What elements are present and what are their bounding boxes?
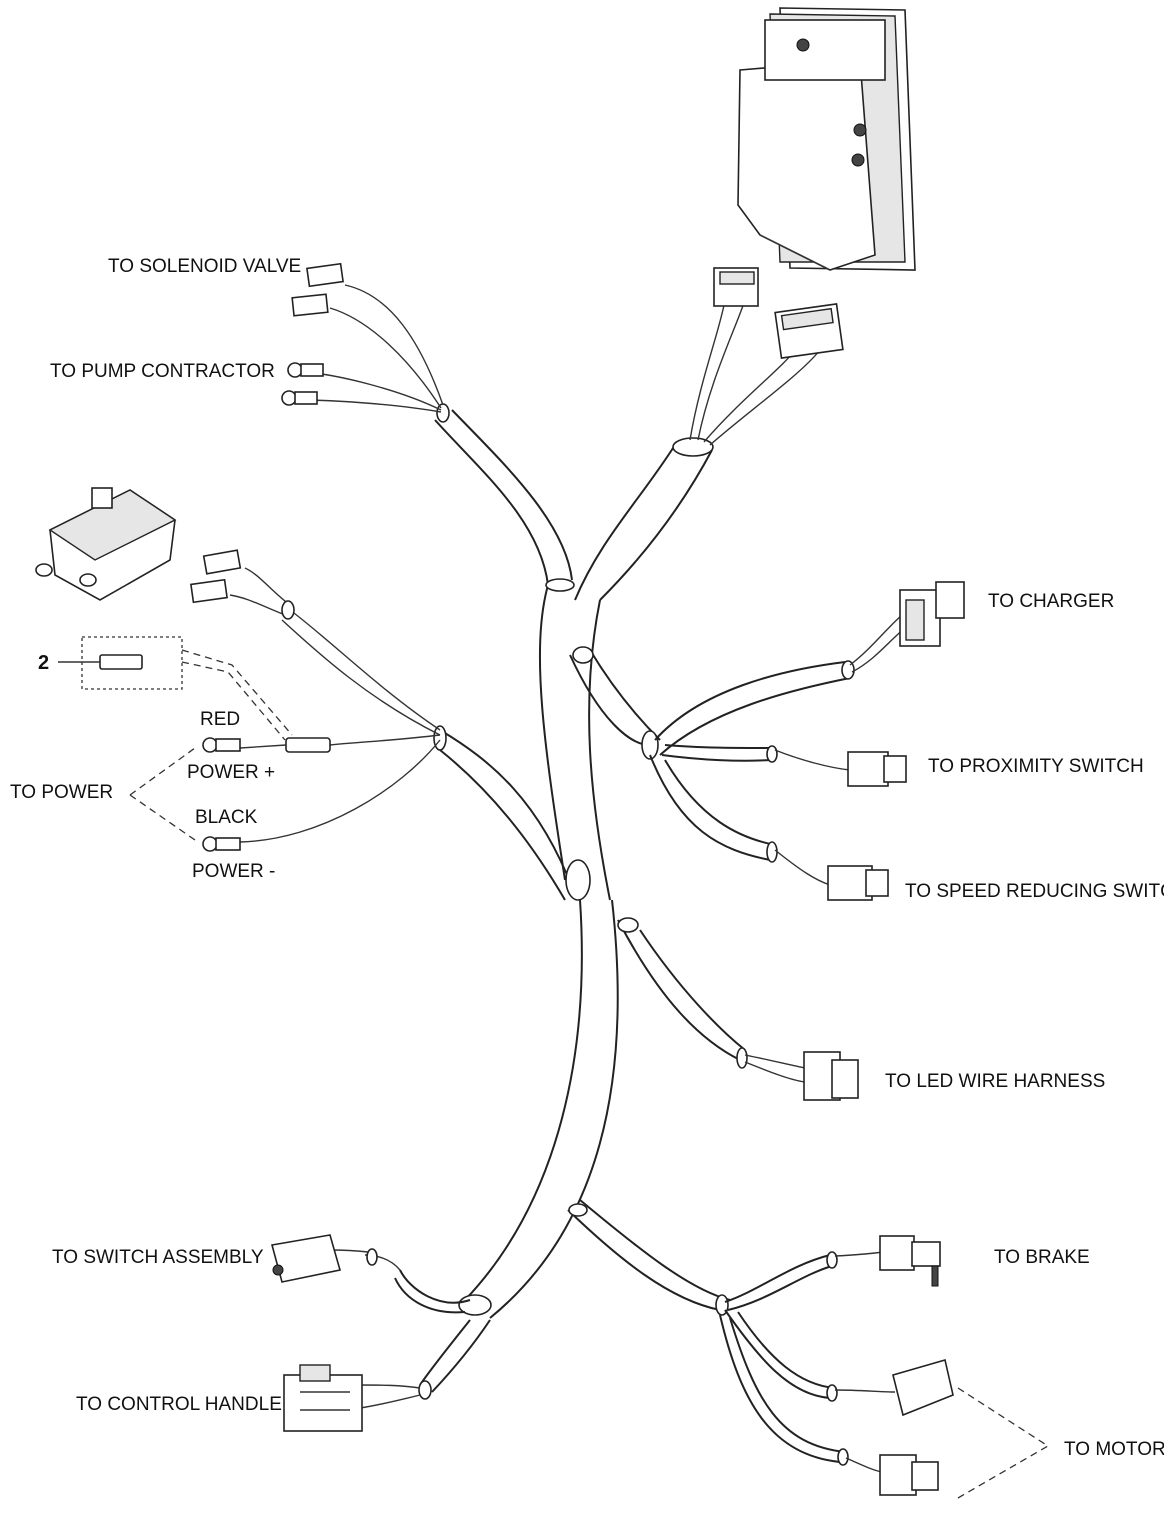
ring-terminal-icon [202, 737, 241, 753]
sealed-connector-icon [270, 1234, 342, 1283]
label-power-minus: POWER - [192, 861, 275, 882]
fuse-callout-number: 2 [38, 652, 49, 674]
spade-terminal-icon [190, 578, 228, 604]
labels: TO SOLENOID VALVE TO PUMP CONTRACTOR TO … [10, 256, 1164, 1460]
label-charger: TO CHARGER [988, 591, 1114, 612]
label-brake: TO BRAKE [994, 1247, 1090, 1268]
sealed-connector-icon [892, 1358, 954, 1417]
label-black: BLACK [195, 807, 258, 828]
multi-pin-connector-icon [713, 267, 759, 307]
label-led-wire-harness: TO LED WIRE HARNESS [885, 1071, 1105, 1092]
label-control-handle: TO CONTROL HANDLE [76, 1394, 282, 1415]
ring-terminal-icon [281, 390, 318, 406]
multi-pin-connector-icon [827, 865, 889, 901]
multi-pin-connector-icon [774, 303, 844, 359]
fuse-callout: 2 [38, 636, 293, 741]
ring-terminal-icon [202, 836, 241, 852]
sealed-connector-icon [879, 1454, 939, 1496]
right-lower-branch [715, 1235, 1049, 1499]
label-speed-reducing-switch: TO SPEED REDUCING SWITCH [905, 881, 1164, 902]
multi-pin-connector-icon [283, 1364, 363, 1432]
right-upper-branch [649, 581, 965, 901]
multi-pin-connector-icon [847, 751, 907, 787]
label-proximity-switch: TO PROXIMITY SWITCH [928, 756, 1144, 777]
label-switch-assembly: TO SWITCH ASSEMBLY [52, 1247, 264, 1268]
sealed-connector-icon [879, 1235, 941, 1287]
label-red: RED [200, 709, 240, 730]
power-wires [129, 549, 441, 852]
multi-pin-connector-icon [899, 581, 965, 647]
main-harness-trunk [433, 403, 746, 1319]
fuse-icon [99, 654, 143, 670]
label-solenoid-valve: TO SOLENOID VALVE [108, 256, 301, 277]
controller-module-icon [737, 7, 916, 271]
ring-terminal-icon [287, 362, 324, 378]
label-pump-contractor: TO PUMP CONTRACTOR [50, 361, 275, 382]
spade-terminal-icon [306, 262, 344, 288]
multi-pin-connector-icon [803, 1051, 859, 1101]
label-power-plus: POWER + [187, 762, 275, 783]
label-power: TO POWER [10, 782, 113, 803]
led-branch [736, 1047, 859, 1101]
solenoid-pump-wires [281, 262, 444, 413]
controller-connectors [689, 267, 844, 446]
contactor-relay-icon [35, 487, 177, 601]
left-lower-branch [270, 1234, 491, 1432]
label-motor: TO MOTOR [1064, 1439, 1164, 1460]
spade-terminal-icon [291, 293, 329, 317]
spade-terminal-icon [202, 549, 242, 575]
